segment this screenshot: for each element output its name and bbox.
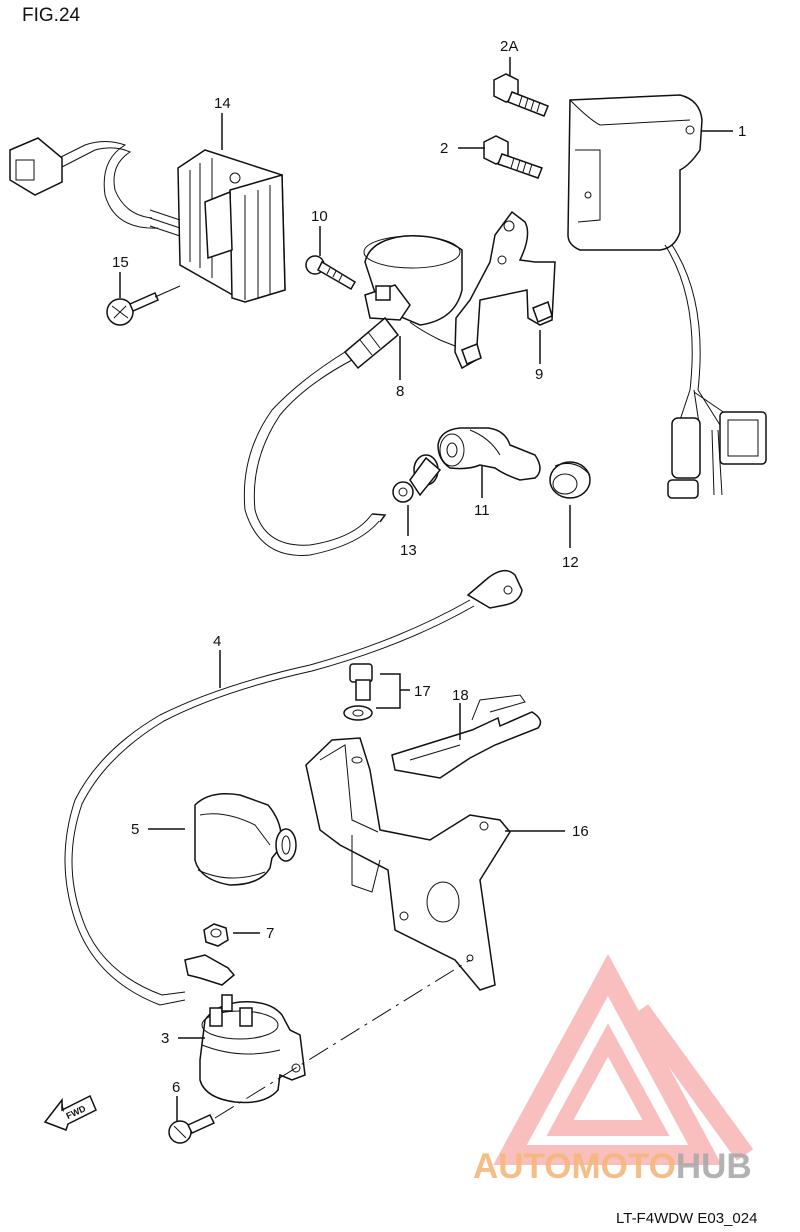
part-label-7: 7 <box>266 925 274 942</box>
part-label-2a: 2A <box>500 38 518 55</box>
nut-7-part <box>203 923 229 947</box>
part-label-8: 8 <box>396 383 404 400</box>
bolt-6-part <box>168 1114 216 1144</box>
bolt-17-part <box>343 663 373 721</box>
watermark-logo <box>493 954 754 1165</box>
alignment-line <box>214 959 471 1119</box>
screw-15-part <box>106 285 181 326</box>
part-label-5: 5 <box>131 821 139 838</box>
bolt-2-part <box>483 135 543 179</box>
ignition-coil-part <box>243 235 463 556</box>
plug-cap-part <box>437 427 541 481</box>
part-label-16: 16 <box>572 823 589 840</box>
diagram-code: LT-F4WDW E03_024 <box>616 1210 757 1227</box>
part-label-4: 4 <box>213 633 221 650</box>
starter-cable-part <box>64 569 523 1006</box>
regulator-rectifier-part <box>9 137 286 303</box>
part-label-13: 13 <box>400 542 417 559</box>
coil-bracket-part <box>454 210 556 370</box>
bolt-10-part <box>305 255 357 291</box>
fwd-arrow-icon <box>43 1094 97 1131</box>
grommet-13-part <box>392 454 442 503</box>
part-label-11: 11 <box>474 502 490 519</box>
watermark-brand-left: AUTOMOTO <box>473 1147 676 1186</box>
watermark-text: AUTOMOTOHUB <box>473 1147 752 1186</box>
part-label-2: 2 <box>440 140 448 157</box>
part-label-14: 14 <box>214 95 231 112</box>
relay-cover-part <box>194 793 297 886</box>
bolt-2a-part <box>493 73 549 117</box>
cdi-unit-part <box>567 94 767 499</box>
starter-relay-part <box>184 954 306 1104</box>
grommet-12-part <box>549 461 591 499</box>
part-label-12: 12 <box>562 554 579 571</box>
part-label-10: 10 <box>311 208 328 225</box>
part-label-1: 1 <box>738 123 746 140</box>
clamp-18-part <box>391 694 542 779</box>
figure-label: FIG.24 <box>22 5 81 26</box>
watermark-brand-right: HUB <box>676 1147 752 1186</box>
part-label-9: 9 <box>535 366 543 383</box>
part-label-17: 17 <box>414 683 431 700</box>
part-label-15: 15 <box>112 254 129 271</box>
part-label-18: 18 <box>452 687 469 704</box>
relay-bracket-part <box>305 737 511 991</box>
part-label-6: 6 <box>172 1079 180 1096</box>
part-label-3: 3 <box>161 1030 169 1047</box>
